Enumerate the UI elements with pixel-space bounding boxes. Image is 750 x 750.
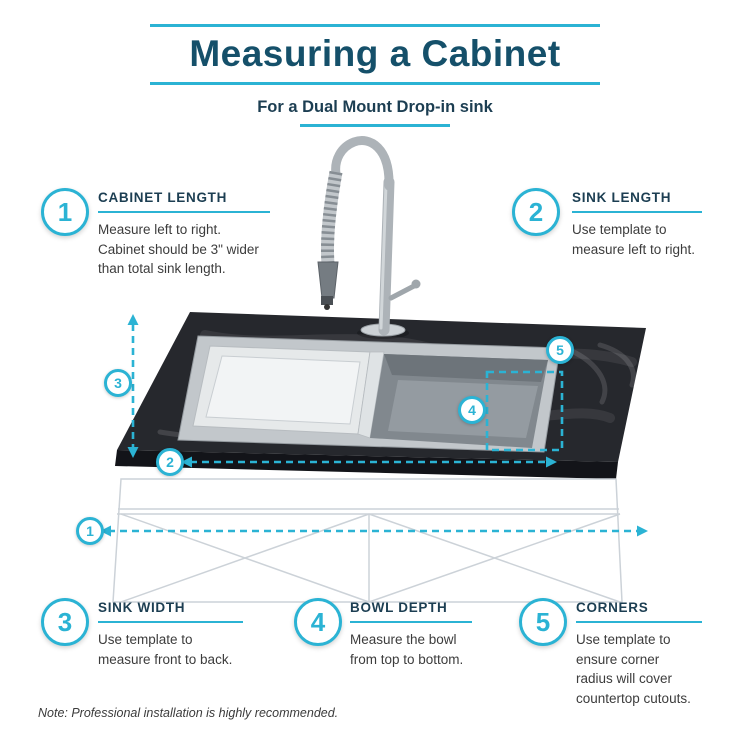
measurement-lines-graphic <box>100 314 648 537</box>
faucet-graphic <box>317 136 421 339</box>
callout-cabinet-length-label: CABINET LENGTH <box>98 190 270 213</box>
measure-marker-3: 3 <box>104 369 132 397</box>
page-subtitle: For a Dual Mount Drop-in sink <box>257 98 493 116</box>
callout-bowl-depth-text: Measure the bowl from top to bottom. <box>350 632 464 667</box>
callout-cabinet-length-number: 1 <box>41 188 89 236</box>
callout-corners-label: CORNERS <box>576 600 702 623</box>
footer-note: Note: Professional installation is highl… <box>38 706 339 720</box>
subtitle-underline <box>300 124 450 127</box>
callout-sink-length: SINK LENGTH Use template to measure left… <box>572 190 702 259</box>
callout-sink-width-text: Use template to measure front to back. <box>98 632 233 667</box>
callout-cabinet-length: CABINET LENGTH Measure left to right. Ca… <box>98 190 270 279</box>
callout-corners-number: 5 <box>519 598 567 646</box>
sink-graphic <box>177 335 561 453</box>
callout-sink-width-label: SINK WIDTH <box>98 600 243 623</box>
callout-corners-text: Use template to ensure corner radius wil… <box>576 632 691 706</box>
callout-corners: CORNERS Use template to ensure corner ra… <box>576 600 702 708</box>
callout-sink-width: SINK WIDTH Use template to measure front… <box>98 600 243 669</box>
measure-marker-4: 4 <box>458 396 486 424</box>
title-rule-top <box>150 24 600 27</box>
measure-marker-1: 1 <box>76 517 104 545</box>
page-title: Measuring a Cabinet <box>189 33 561 74</box>
callout-bowl-depth-label: BOWL DEPTH <box>350 600 472 623</box>
callout-sink-length-text: Use template to measure left to right. <box>572 222 696 257</box>
measure-marker-5: 5 <box>546 336 574 364</box>
measure-marker-2: 2 <box>156 448 184 476</box>
callout-sink-length-label: SINK LENGTH <box>572 190 702 213</box>
callout-sink-length-number: 2 <box>512 188 560 236</box>
callout-cabinet-length-text: Measure left to right. Cabinet should be… <box>98 222 259 277</box>
callout-sink-width-number: 3 <box>41 598 89 646</box>
callout-bowl-depth: BOWL DEPTH Measure the bowl from top to … <box>350 600 472 669</box>
callout-bowl-depth-number: 4 <box>294 598 342 646</box>
title-rule-bottom <box>150 82 600 85</box>
cabinet-graphic <box>112 478 623 603</box>
